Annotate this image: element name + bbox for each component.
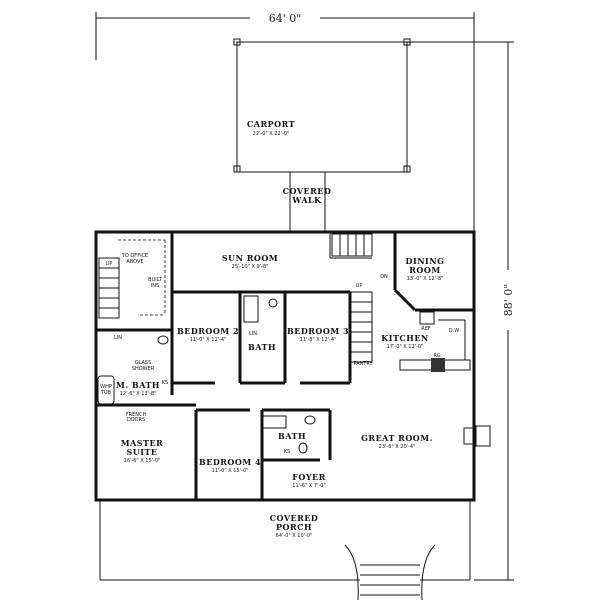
up-note-center: UP (356, 283, 363, 289)
toilet (157, 335, 169, 345)
to-office-note: TO OFFICE (121, 253, 148, 259)
to-office-note-2: ABOVE (126, 259, 143, 265)
great-room-size: 23'-6" X 20'-4" (379, 444, 416, 450)
master-suite-label: MASTER (121, 438, 164, 448)
sun-room-label: SUN ROOM (222, 253, 278, 263)
ks-note-bath: KS (284, 449, 290, 455)
covered-walk: COVERED WALK (283, 172, 332, 232)
covered-walk-label: COVERED (283, 186, 332, 196)
depth-dimension: 88' 0" (407, 41, 516, 581)
carport-size: 22'-0" X 22'-0" (253, 131, 290, 137)
bedroom2-size: 11'-0" X 12'-4" (190, 337, 227, 343)
kitchen-label: KITCHEN (381, 333, 428, 343)
dining-room-size: 13'-0" X 12'-8" (407, 276, 444, 282)
fireplace (475, 425, 491, 447)
covered-porch-label-2: PORCH (276, 522, 312, 532)
width-dimension: 64' 0" (95, 10, 475, 232)
bath-upper-label: BATH (248, 342, 276, 352)
room-labels: SUN ROOM 25'-10" X 9'-8" DINING ROOM 13'… (116, 253, 444, 489)
down-note: DN (380, 274, 388, 280)
bedroom4-label: BEDROOM 4 (199, 457, 261, 467)
bath-lower-label: BATH (278, 431, 306, 441)
range (431, 358, 445, 372)
covered-porch: COVERED PORCH 64'-0" X 10'-0" (99, 500, 471, 600)
covered-walk-label-2: WALK (291, 195, 322, 205)
whirlpool-tub (97, 375, 115, 405)
dw-note: D.W (449, 328, 459, 334)
fixtures (97, 295, 491, 454)
french-doors-note: FRENCH (126, 412, 147, 418)
house-outline (94, 230, 476, 502)
depth-dimension-label: 88' 0" (502, 284, 515, 317)
carport: CARPORT 22'-0" X 22'-0" (233, 38, 411, 173)
master-suite-label-2: SUITE (126, 447, 157, 457)
glass-shower-note-2: SHOWER (132, 366, 155, 372)
bedroom3-size: 11'-8" X 12'-4" (300, 337, 337, 343)
up-note-left: UP (106, 261, 113, 267)
built-ins-note: BUILT (148, 277, 163, 283)
refrigerator (419, 311, 435, 325)
dining-room-label-2: ROOM (409, 265, 440, 275)
sun-room-size: 25'-10" X 9'-8" (232, 264, 269, 270)
stairs (98, 233, 373, 363)
glass-shower-note: GLASS (135, 360, 152, 366)
whp-tub-note-2: TUB (100, 390, 112, 396)
carport-label: CARPORT (247, 119, 295, 129)
width-dimension-label: 64' 0" (269, 12, 302, 25)
great-room-label: GREAT ROOM. (361, 433, 433, 443)
ks-note-mbath: KS (162, 380, 168, 386)
whp-tub-note: WHP (100, 384, 112, 390)
bedroom2-label: BEDROOM 2 (177, 326, 239, 336)
range-note: RG (433, 353, 440, 359)
bedroom3-label: BEDROOM 3 (287, 326, 349, 336)
ref-note: REF (421, 326, 431, 332)
built-ins-note-2: INS (151, 283, 159, 289)
dining-room-label: DINING (406, 256, 445, 266)
french-doors-note-2: DOORS (127, 417, 145, 423)
m-bath-label: M. BATH (116, 380, 160, 390)
bedroom4-size: 11'-0" X 15'-0" (212, 468, 249, 474)
foyer-label: FOYER (292, 472, 326, 482)
master-suite-size: 16'-6" X 15'-0" (124, 458, 161, 464)
linen-note-center: LIN (249, 331, 257, 337)
m-bath-size: 12'-6" X 13'-8" (120, 391, 157, 397)
kitchen-size: 17'-0" X 12'-0" (387, 344, 424, 350)
covered-porch-label: COVERED (270, 513, 319, 523)
covered-porch-size: 64'-0" X 10'-0" (276, 533, 313, 539)
plan-notes: TO OFFICE ABOVE BUILT INS UP UP DN LIN L… (100, 253, 459, 455)
foyer-size: 11'-6" X 7'-0" (292, 483, 325, 489)
linen-note-left: LIN (114, 335, 122, 341)
pantry-note: PANTRY (353, 361, 373, 367)
